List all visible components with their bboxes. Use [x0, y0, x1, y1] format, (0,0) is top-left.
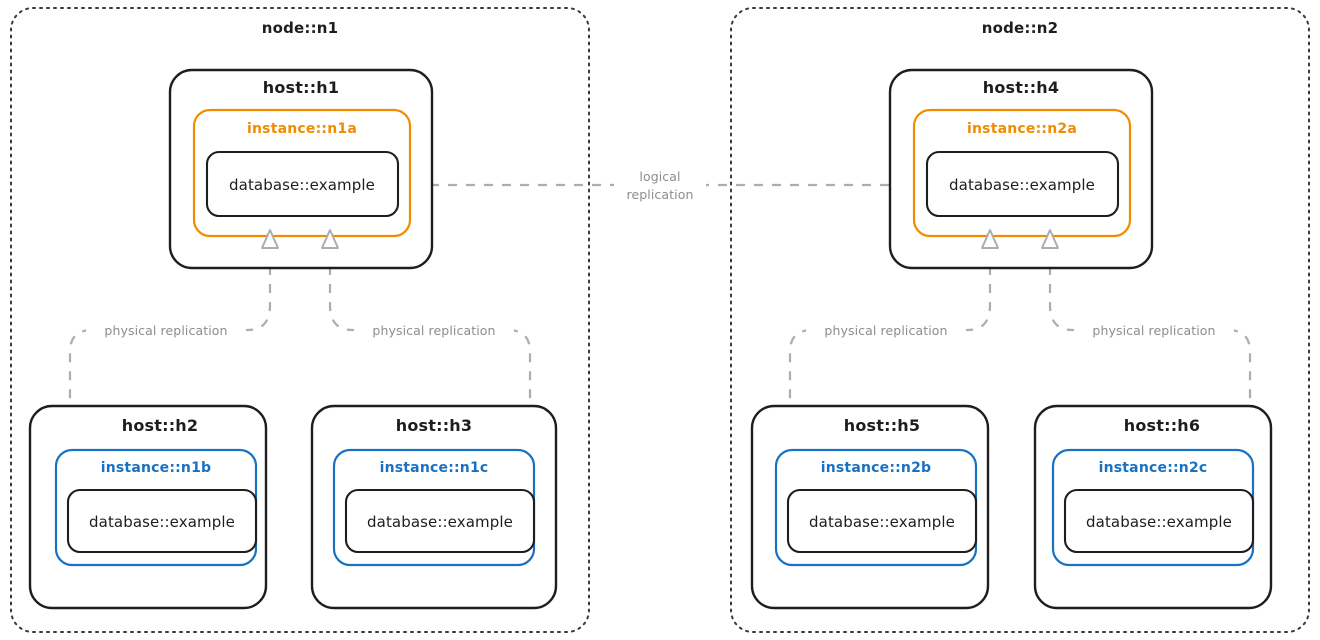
db-label-n1c: database::example: [367, 513, 513, 531]
instance-label-n1a: instance::n1a: [247, 121, 357, 137]
db-label-n2c: database::example: [1086, 513, 1232, 531]
instance-label-n1c: instance::n1c: [380, 460, 489, 476]
host-label-h5: host::h5: [844, 416, 920, 435]
edge-label-physical-h1-h3: physical replication: [372, 323, 495, 338]
node-container-n1[interactable]: [10, 7, 590, 633]
edge-physical-h1-h2[interactable]: [68, 248, 272, 424]
db-label-n1b: database::example: [89, 513, 235, 531]
db-box-n1c[interactable]: [344, 488, 536, 554]
db-box-n2b[interactable]: [786, 488, 978, 554]
host-label-h1: host::h1: [263, 78, 339, 97]
instance-label-n1b: instance::n1b: [101, 460, 212, 476]
arrowhead-h4-out-left: [981, 229, 999, 249]
edge-physical-h4-h6[interactable]: [1048, 248, 1252, 424]
instance-box-n2a[interactable]: [912, 108, 1132, 238]
edge-physical-h4-h5[interactable]: [788, 248, 992, 424]
instance-label-n2c: instance::n2c: [1099, 460, 1208, 476]
db-box-n2a[interactable]: [925, 150, 1120, 218]
db-box-n2c[interactable]: [1063, 488, 1255, 554]
edge-label-logical-line2: replication: [626, 187, 693, 202]
node-container-n2[interactable]: [730, 7, 1310, 633]
host-label-h4: host::h4: [983, 78, 1059, 97]
host-label-h6: host::h6: [1124, 416, 1200, 435]
edge-label-logical-line1: logical: [639, 169, 680, 184]
db-label-n1a: database::example: [229, 176, 375, 194]
db-label-n2b: database::example: [809, 513, 955, 531]
edge-label-physical-h4-h5: physical replication: [824, 323, 947, 338]
db-label-n2a: database::example: [949, 176, 1095, 194]
arrowhead-h4-out-right: [1041, 229, 1059, 249]
edge-label-physical-h1-h2: physical replication: [104, 323, 227, 338]
node-label-n2: node::n2: [982, 19, 1059, 37]
edge-label-physical-h4-h6: physical replication: [1092, 323, 1215, 338]
instance-box-n1a[interactable]: [192, 108, 412, 238]
instance-label-n2a: instance::n2a: [967, 121, 1077, 137]
arrowhead-h1-out-left: [261, 229, 279, 249]
db-box-n1a[interactable]: [205, 150, 400, 218]
db-box-n1b[interactable]: [66, 488, 258, 554]
arrowhead-h1-out-right: [321, 229, 339, 249]
node-label-n1: node::n1: [262, 19, 339, 37]
host-label-h2: host::h2: [122, 416, 198, 435]
host-label-h3: host::h3: [396, 416, 472, 435]
instance-label-n2b: instance::n2b: [821, 460, 932, 476]
edge-physical-h1-h3[interactable]: [328, 248, 532, 424]
